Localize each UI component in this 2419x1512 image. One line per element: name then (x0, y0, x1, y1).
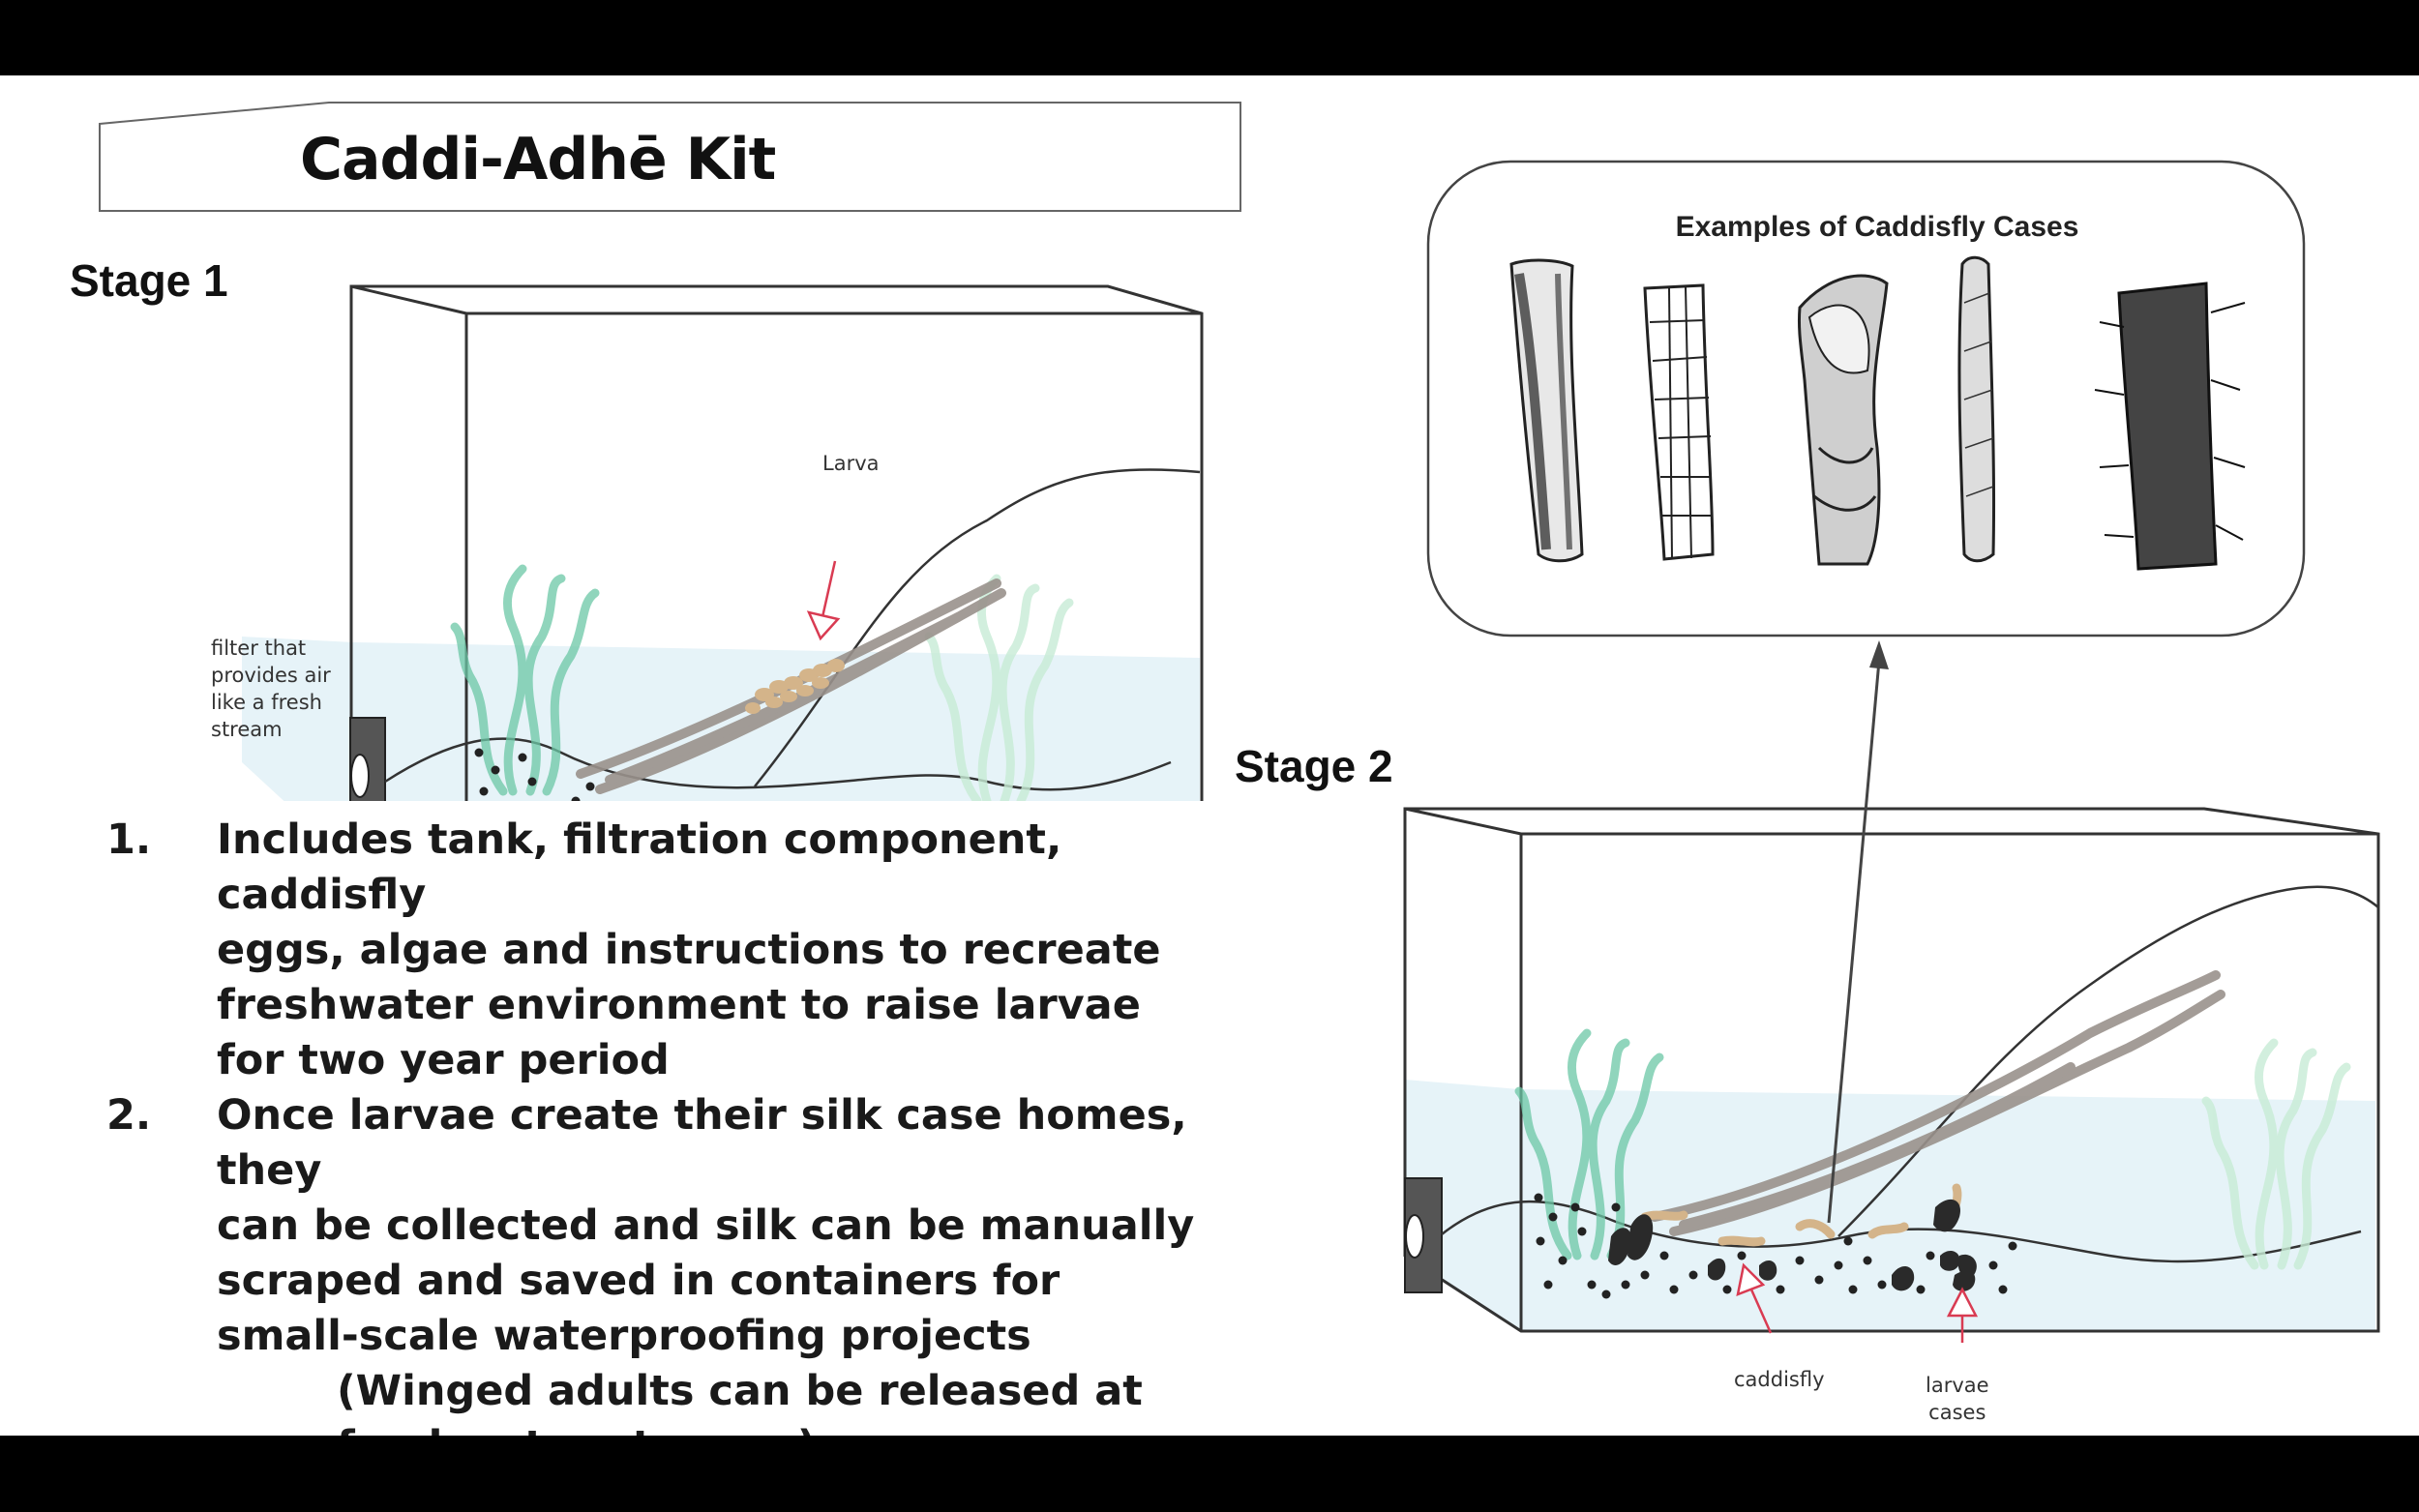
list-item-2-text: Once larvae create their silk case homes… (217, 1091, 1195, 1360)
stage2-plant-right (2201, 1038, 2351, 1270)
stage2-caddisfly-arrow (1736, 1262, 1773, 1334)
case-3-icon (1797, 274, 1889, 566)
stage1-pebbles (474, 748, 595, 801)
case-4-icon (1957, 255, 1996, 563)
kit-description-list: 1. Includes tank, filtration component, … (106, 813, 1229, 1436)
stage1-larva-label: Larva (822, 452, 880, 475)
stage2-plant-left (1514, 1028, 1664, 1260)
stage1-larva-arrow (806, 560, 841, 641)
slide: Caddi-Adhē Kit Stage 1 (0, 75, 2419, 1436)
stage2-branches (1650, 970, 2225, 1236)
connector-arrow (1827, 640, 1889, 1224)
title-banner (99, 102, 1241, 212)
stage2-cases-arrow (1946, 1287, 1979, 1343)
case-1-icon (1509, 258, 1584, 563)
page-title: Caddi-Adhē Kit (300, 126, 776, 193)
stage2-pebbles (1534, 1193, 2017, 1299)
case-2-icon (1643, 283, 1715, 561)
stage2-caddisfly-label: caddisfly (1734, 1368, 1825, 1391)
list-item-1: 1. Includes tank, filtration component, … (106, 813, 1229, 1088)
list-item-1-number: 1. (106, 815, 152, 864)
stage1-water (353, 642, 1200, 801)
stage2-cases-label: larvae cases (1926, 1374, 1989, 1424)
stage1-larvae (745, 659, 845, 714)
cases-panel-title: Examples of Caddisfly Cases (1675, 211, 2079, 243)
stage2-label: Stage 2 (1235, 741, 1393, 791)
list-note: (Winged adults can be released at freshw… (337, 1367, 1143, 1436)
stage2-tank-diagram (1403, 807, 2380, 1343)
stage1-filter-label: filter that provides air like a fresh st… (211, 637, 331, 741)
cases-panel (1426, 160, 2306, 637)
case-5-icon (2094, 282, 2246, 571)
slide-graphics (99, 102, 1241, 212)
list-item-1-text: Includes tank, filtration component, cad… (217, 815, 1161, 1084)
list-item-2: 2. Once larvae create their silk case ho… (106, 1088, 1229, 1364)
stage2-larvae-cases (1608, 1199, 1977, 1291)
stage1-tank-diagram (242, 284, 1204, 801)
stage1-label: Stage 1 (70, 255, 228, 306)
list-item-2-number: 2. (106, 1091, 152, 1140)
